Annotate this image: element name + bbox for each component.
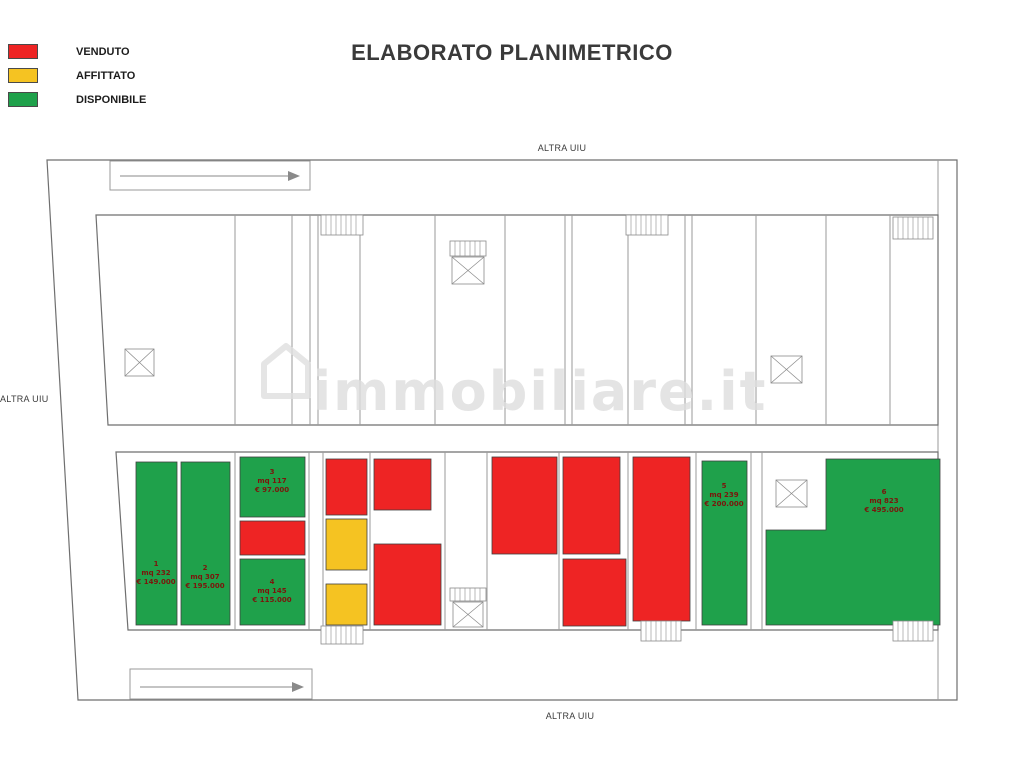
elevator-icon xyxy=(775,479,808,508)
watermark-house-icon xyxy=(261,343,311,399)
unit-venduto-12[interactable] xyxy=(562,558,627,627)
stairs-icon xyxy=(892,620,934,642)
unit-2[interactable] xyxy=(180,461,231,626)
stairs-elevator-icons xyxy=(124,214,934,645)
page-title: ELABORATO PLANIMETRICO xyxy=(351,40,673,65)
watermark: immobiliare.it xyxy=(261,343,768,423)
venduto-swatch xyxy=(8,44,38,59)
unit-venduto-8[interactable] xyxy=(373,458,432,511)
interior-walls xyxy=(234,215,891,630)
disponibile-label: DISPONIBILE xyxy=(76,93,147,106)
affittato-swatch xyxy=(8,68,38,83)
unit-venduto-13[interactable] xyxy=(632,456,691,622)
area-label-top: ALTRA UIU xyxy=(537,143,587,153)
unit-venduto-10[interactable] xyxy=(491,456,558,555)
stairs-icon xyxy=(892,216,934,240)
stairs-icon xyxy=(640,620,682,642)
unit-1[interactable] xyxy=(135,461,178,626)
elevator-icon xyxy=(770,355,803,384)
legend: VENDUTO AFFITTATO DISPONIBILE xyxy=(8,44,146,116)
unit-affittato-15[interactable] xyxy=(325,583,368,626)
legend-row-affittato: AFFITTATO xyxy=(8,68,146,83)
watermark-text: immobiliare.it xyxy=(313,360,768,423)
stairs-icon xyxy=(320,214,364,236)
area-label-left: ALTRA UIU xyxy=(0,394,49,404)
disponibile-swatch xyxy=(8,92,38,107)
legend-row-venduto: VENDUTO xyxy=(8,44,146,59)
unit-5[interactable] xyxy=(701,460,748,626)
affittato-label: AFFITTATO xyxy=(76,69,136,82)
area-label-bottom: ALTRA UIU xyxy=(545,711,595,721)
unit-6[interactable] xyxy=(765,458,941,626)
stairs-icon xyxy=(449,587,487,602)
unit-venduto-11[interactable] xyxy=(562,456,621,555)
unit-venduto-7[interactable] xyxy=(325,458,368,516)
unit-affittato-14[interactable] xyxy=(325,518,368,571)
stairs-icon xyxy=(320,625,364,645)
legend-row-disponibile: DISPONIBILE xyxy=(8,92,146,107)
elevator-icon xyxy=(451,256,485,285)
elevator-icon xyxy=(452,601,484,628)
elevator-icon xyxy=(124,348,155,377)
unit-4[interactable] xyxy=(239,558,306,626)
stairs-icon xyxy=(625,214,669,236)
venduto-label: VENDUTO xyxy=(76,45,130,58)
stairs-icon xyxy=(449,240,487,257)
corridor-arrows xyxy=(120,171,304,692)
unit-3[interactable] xyxy=(239,456,306,518)
unit-venduto-6[interactable] xyxy=(239,520,306,556)
unit-venduto-9[interactable] xyxy=(373,543,442,626)
